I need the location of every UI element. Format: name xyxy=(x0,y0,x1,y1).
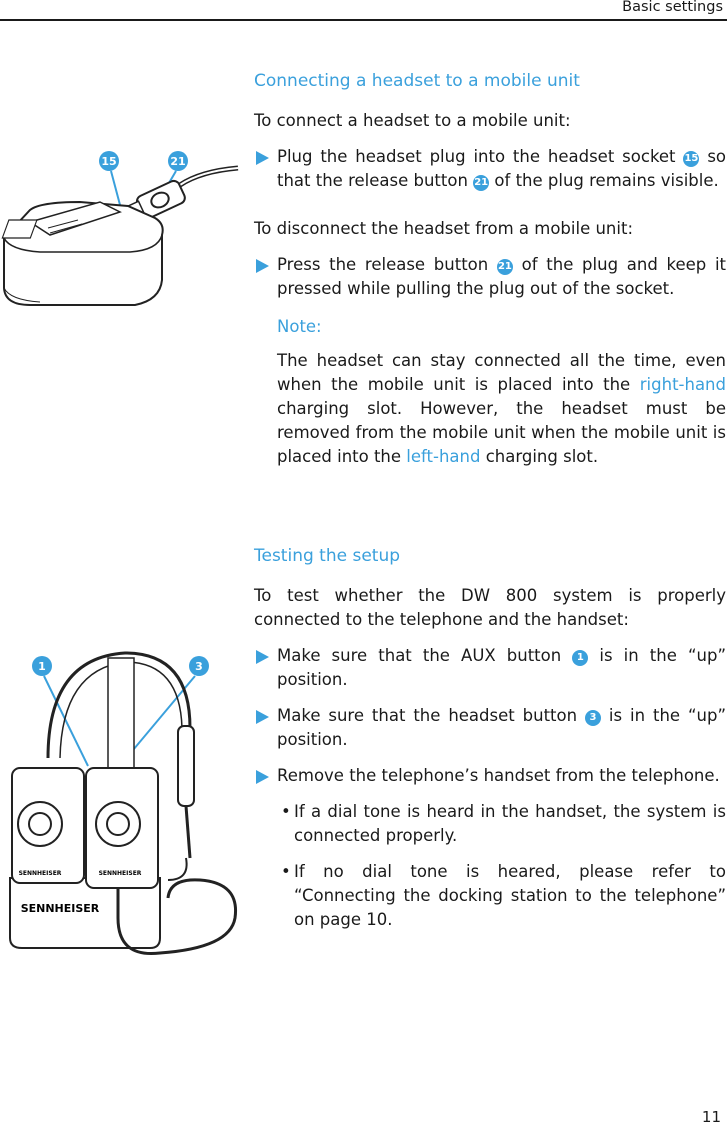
base-brand: SENNHEISER xyxy=(21,902,100,915)
step-arrow-icon xyxy=(256,259,269,273)
svg-text:21: 21 xyxy=(170,155,185,168)
result-bullet-dial-tone: • If a dial tone is heard in the handset… xyxy=(281,802,726,845)
section-heading-testing: Testing the setup xyxy=(254,546,401,566)
step-arrow-icon xyxy=(256,770,269,784)
connect-step: Plug the headset plug into the headset s… xyxy=(254,145,726,193)
svg-text:15: 15 xyxy=(101,155,116,168)
badge-21: 21 xyxy=(473,175,490,191)
step-arrow-icon xyxy=(256,710,269,724)
step-arrow-icon xyxy=(256,650,269,664)
svg-text:1: 1 xyxy=(38,660,46,673)
unit-left-brand: SENNHEISER xyxy=(19,870,62,877)
svg-text:3: 3 xyxy=(195,660,203,673)
badge-1: 1 xyxy=(572,650,589,666)
testing-step-headset-button: Make sure that the headset button 3 is i… xyxy=(254,704,726,752)
testing-intro: To test whether the DW 800 system is pro… xyxy=(254,586,726,629)
docking-station-illustration: 1 3 SENNHEISER SENNHEISER SENNHEISER xyxy=(0,648,250,962)
right-hand-term: right-hand xyxy=(639,375,726,394)
badge-3: 3 xyxy=(585,710,601,726)
header-rule xyxy=(0,19,727,21)
disconnect-intro: To disconnect the headset from a mobile … xyxy=(254,219,634,238)
section-connecting-headset: Connecting a headset to a mobile unit To… xyxy=(254,69,726,469)
left-hand-term: left-hand xyxy=(406,447,481,466)
section-header: Basic settings xyxy=(622,0,723,15)
bullet-dot: • xyxy=(281,862,291,881)
testing-step-aux: Make sure that the AUX button 1 is in th… xyxy=(254,644,726,692)
note-title: Note: xyxy=(277,317,322,336)
bullet-dot: • xyxy=(281,802,291,821)
callout-badge-1: 1 xyxy=(32,656,52,676)
callout-badge-3: 3 xyxy=(189,656,209,676)
mobile-unit-illustration: 15 21 xyxy=(0,140,250,324)
step-arrow-icon xyxy=(256,151,269,165)
callout-badge-21: 21 xyxy=(168,151,188,171)
unit-right-brand: SENNHEISER xyxy=(99,870,142,877)
disconnect-step: Press the release button 21 of the plug … xyxy=(254,253,726,301)
section-testing-setup: Testing the setup To test whether the DW… xyxy=(254,544,726,932)
badge-15: 15 xyxy=(683,151,700,167)
section-heading-connecting: Connecting a headset to a mobile unit xyxy=(254,71,580,91)
result-bullet-no-dial-tone: • If no dial tone is heared, please refe… xyxy=(281,862,726,929)
badge-21: 21 xyxy=(496,259,513,275)
testing-step-remove-handset: Remove the telephone’s handset from the … xyxy=(254,764,726,788)
connect-intro: To connect a headset to a mobile unit: xyxy=(254,111,571,130)
page-number: 11 xyxy=(701,1108,721,1126)
callout-badge-15: 15 xyxy=(99,151,119,171)
note-body: The headset can stay connected all the t… xyxy=(277,351,726,466)
